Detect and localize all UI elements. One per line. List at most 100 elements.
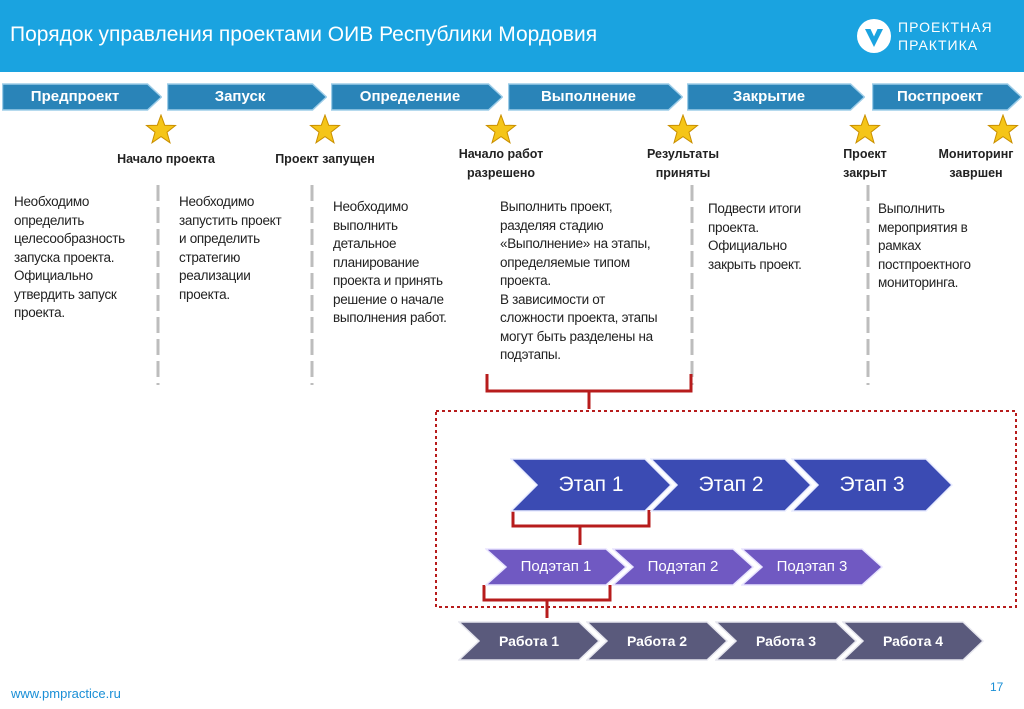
- description-line: Необходимо: [179, 194, 255, 209]
- milestone-label: Результаты приняты: [647, 145, 719, 183]
- stage-1: Этап 1: [510, 458, 672, 512]
- phase-shape: [2, 83, 162, 111]
- substage-label: Подэтап 2: [647, 558, 719, 575]
- phase-shape: [508, 83, 683, 111]
- page-number: 17: [990, 680, 1004, 694]
- phase-6: Постпроект: [872, 83, 1022, 111]
- phase-4: Выполнение: [508, 83, 683, 111]
- phase-label: Закрытие: [732, 88, 806, 105]
- description-line: «Выполнение» на этапы,: [500, 236, 651, 251]
- star-icon: [145, 114, 177, 144]
- star-icon: [485, 114, 517, 144]
- work-shape: [842, 621, 984, 661]
- description-line: закрыть проект.: [708, 256, 802, 272]
- phase-1: Предпроект: [2, 83, 162, 111]
- milestone-line: завршен: [949, 166, 1003, 180]
- phase-shape: [687, 83, 865, 111]
- milestone-label: Мониторинг завршен: [939, 145, 1014, 183]
- substage-bracket: [511, 510, 651, 545]
- work-shape: [458, 621, 600, 661]
- footer-url[interactable]: www.pmpractice.ru: [11, 686, 121, 701]
- substage-1: Подэтап 1: [485, 548, 627, 586]
- substage-label: Подэтап 1: [520, 558, 592, 575]
- milestone-line: приняты: [655, 166, 711, 180]
- substage-label: Подэтап 3: [776, 558, 848, 575]
- description-line: рамках: [878, 238, 921, 253]
- description-line: решение о начале: [333, 291, 444, 307]
- description-line: стратегию: [179, 249, 241, 265]
- milestone-line: Начало проекта: [117, 152, 215, 166]
- header-bar: Порядок управления проектами ОИВ Республ…: [0, 0, 1024, 72]
- description-line: запустить проект: [179, 212, 282, 228]
- milestone-label: Проект закрыт: [843, 145, 887, 183]
- milestone-line: Проект: [843, 147, 887, 161]
- work-bracket: [482, 585, 612, 618]
- description-line: Необходимо: [14, 194, 90, 209]
- description-line: Необходимо: [333, 199, 409, 214]
- phase-shape: [872, 83, 1022, 111]
- description-line: Подвести итоги: [708, 201, 801, 216]
- description-line: выполнения работ.: [333, 310, 447, 325]
- stage-dotted-frame: [435, 410, 1017, 608]
- phase-label: Предпроект: [30, 88, 120, 105]
- logo: ПРОЕКТНАЯ ПРАКТИКА: [856, 16, 1016, 60]
- description-line: мониторинга.: [878, 275, 959, 290]
- star-icon: [987, 114, 1019, 144]
- description-line: реализации: [179, 268, 251, 283]
- description-line: мероприятия в: [878, 219, 968, 235]
- milestone-line: разрешено: [466, 166, 536, 180]
- description-line: В зависимости от: [500, 291, 606, 307]
- description-line: планирование: [333, 254, 420, 270]
- milestone-label: Проект запущен: [275, 150, 375, 169]
- page-title: Порядок управления проектами ОИВ Республ…: [10, 23, 598, 46]
- description-line: постпроектного: [878, 256, 971, 272]
- description-line: проекта.: [14, 305, 65, 320]
- description-line: определяемые типом: [500, 254, 630, 270]
- description-line: Выполнить проект,: [500, 199, 613, 214]
- work-shape: [586, 621, 728, 661]
- work-1: Работа 1: [458, 621, 600, 661]
- phase-label: Определение: [359, 88, 461, 105]
- description-line: проекта.: [179, 286, 230, 302]
- milestone-line: закрыт: [843, 166, 887, 180]
- work-4: Работа 4: [842, 621, 984, 661]
- description-line: могут быть разделены на: [500, 328, 653, 344]
- description-line: целесообразность: [14, 231, 125, 246]
- phase-description-2: Необходимо запустить проект и определить ст…: [179, 193, 309, 304]
- description-line: проекта.: [500, 273, 551, 288]
- milestone-line: Мониторинг: [938, 147, 1014, 161]
- phase-5: Закрытие: [687, 83, 865, 111]
- work-3: Работа 3: [715, 621, 857, 661]
- description-line: Выполнить: [878, 201, 945, 216]
- substage-shape: [485, 548, 627, 586]
- substage-2: Подэтап 2: [612, 548, 754, 586]
- description-line: определить: [14, 212, 85, 228]
- description-line: сложности проекта, этапы: [500, 310, 658, 325]
- substage-shape: [741, 548, 883, 586]
- milestone-label: Начало проекта: [117, 150, 215, 169]
- work-label: Работа 2: [626, 633, 688, 649]
- phase-2: Запуск: [167, 83, 327, 111]
- phase-shape: [331, 83, 503, 111]
- work-2: Работа 2: [586, 621, 728, 661]
- milestone-line: Проект запущен: [275, 152, 375, 166]
- phase-3: Определение: [331, 83, 503, 111]
- description-line: разделяя стадию: [500, 217, 604, 233]
- phase-label: Постпроект: [896, 88, 983, 105]
- milestone-line: Результаты: [646, 147, 720, 161]
- phase-shape: [167, 83, 327, 111]
- description-line: и определить: [179, 231, 260, 246]
- stage-3: Этап 3: [791, 458, 953, 512]
- description-line: проекта и принять: [333, 273, 443, 288]
- phase-label: Выполнение: [540, 88, 637, 105]
- stage-label: Этап 3: [839, 473, 905, 496]
- star-icon: [309, 114, 341, 144]
- description-line: проекта.: [708, 219, 759, 235]
- stage-2: Этап 2: [650, 458, 812, 512]
- work-label: Работа 4: [882, 633, 944, 649]
- phase-description-4: Выполнить проект, разделяя стадию «Выполне…: [500, 198, 685, 365]
